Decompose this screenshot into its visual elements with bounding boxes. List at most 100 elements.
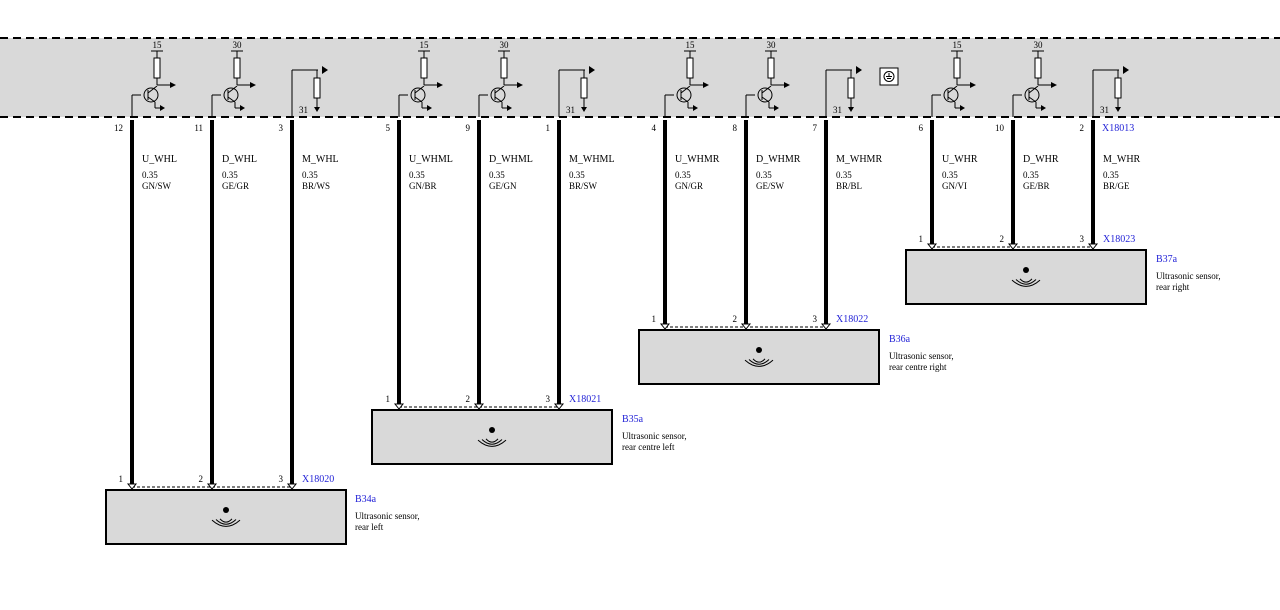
- sensor-description: Ultrasonic sensor,: [1156, 271, 1221, 281]
- sensor-pin-number: 1: [652, 314, 657, 324]
- supply-circuit-30: 30: [211, 40, 256, 117]
- terminal-label: 30: [233, 40, 243, 50]
- ecu-pin-number: 2: [1080, 123, 1085, 133]
- wire-name: U_WHL: [142, 154, 177, 165]
- terminal-label: 31: [1100, 105, 1109, 115]
- wire-gauge: 0.35: [1023, 170, 1039, 180]
- wire-gauge: 0.35: [142, 170, 158, 180]
- wire-gauge: 0.35: [942, 170, 958, 180]
- sensor-connector-label: X18023: [1103, 234, 1135, 245]
- terminal-label: 30: [767, 40, 777, 50]
- supply-circuit-30: 30: [478, 40, 523, 117]
- ultrasonic-wave-icon: [477, 427, 507, 447]
- wire-color: BR/GE: [1103, 181, 1130, 191]
- ecu-pin-number: 6: [919, 123, 924, 133]
- sensor-pin-number: 3: [813, 314, 818, 324]
- wire-name: M_WHML: [569, 154, 615, 165]
- wire-color: GN/VI: [942, 181, 967, 191]
- ecu-pin-number: 8: [733, 123, 738, 133]
- sensor-description: rear left: [355, 522, 384, 532]
- sensor-pin-number: 2: [466, 394, 471, 404]
- ground-circuit-31: 31: [1092, 66, 1129, 117]
- terminal-label: 31: [566, 105, 575, 115]
- wire-gauge: 0.35: [756, 170, 772, 180]
- ecu-pin-number: 7: [813, 123, 818, 133]
- sensor-description: Ultrasonic sensor,: [889, 351, 954, 361]
- ground-symbol-icon: [879, 67, 899, 86]
- sensor-description: rear centre right: [889, 362, 947, 372]
- ecu-pin-number: 10: [995, 123, 1005, 133]
- wire-group-B35a: 5U_WHML0.35GN/BR19D_WHML0.35GE/GN21M_WHM…: [386, 120, 615, 410]
- sensor-id: B37a: [1156, 254, 1178, 265]
- terminal-label: 30: [1034, 40, 1044, 50]
- wire-color: GE/SW: [756, 181, 785, 191]
- terminal-label: 15: [420, 40, 430, 50]
- sensor-pin-number: 3: [546, 394, 551, 404]
- terminal-label: 30: [500, 40, 510, 50]
- wire-name: M_WHL: [302, 154, 339, 165]
- wire-gauge: 0.35: [1103, 170, 1119, 180]
- wire-gauge: 0.35: [302, 170, 318, 180]
- sensor-connector-label: X18022: [836, 314, 868, 325]
- ecu-internal-circuits: 15 30 31 15 30 31 15 30 31 15 30 31: [131, 40, 1129, 117]
- wire-name: M_WHMR: [836, 154, 882, 165]
- ecu-pin-number: 9: [466, 123, 471, 133]
- sensor-pin-number: 3: [279, 474, 284, 484]
- wire-gauge: 0.35: [569, 170, 585, 180]
- ultrasonic-wave-icon: [211, 507, 241, 527]
- wire-color: GN/SW: [142, 181, 172, 191]
- sensor-connector-label: X18021: [569, 394, 601, 405]
- wire-name: M_WHR: [1103, 154, 1141, 165]
- wire-color: GN/GR: [675, 181, 703, 191]
- sensor-pin-number: 1: [386, 394, 391, 404]
- wire-gauge: 0.35: [409, 170, 425, 180]
- ecu-pin-number: 5: [386, 123, 391, 133]
- sensor-description: rear centre left: [622, 442, 675, 452]
- terminal-label: 15: [953, 40, 963, 50]
- wire-group-B37a: 6U_WHR0.35GN/VI110D_WHR0.35GE/BR22M_WHR0…: [919, 120, 1141, 250]
- sensor-connector-label: X18020: [302, 474, 334, 485]
- sensor-box: [905, 249, 1147, 305]
- wire-gauge: 0.35: [836, 170, 852, 180]
- wire-harness: 12U_WHL0.35GN/SW111D_WHL0.35GE/GR23M_WHL…: [114, 120, 1141, 490]
- wire-color: BR/BL: [836, 181, 862, 191]
- terminal-label: 31: [299, 105, 308, 115]
- supply-circuit-15: 15: [131, 40, 176, 117]
- wire-color: BR/SW: [569, 181, 598, 191]
- sensor-description: Ultrasonic sensor,: [355, 511, 420, 521]
- wire-name: U_WHML: [409, 154, 453, 165]
- ecu-connector-label: X18013: [1102, 123, 1134, 134]
- sensor-description: Ultrasonic sensor,: [622, 431, 687, 441]
- sensor-pin-number: 2: [1000, 234, 1005, 244]
- wire-color: GN/BR: [409, 181, 437, 191]
- sensor-pin-number: 3: [1080, 234, 1085, 244]
- wire-color: GE/GR: [222, 181, 249, 191]
- wire-group-B34a: 12U_WHL0.35GN/SW111D_WHL0.35GE/GR23M_WHL…: [114, 120, 339, 490]
- wire-group-B36a: 4U_WHMR0.35GN/GR18D_WHMR0.35GE/SW27M_WHM…: [652, 120, 882, 330]
- ecu-pin-number: 1: [546, 123, 551, 133]
- supply-circuit-15: 15: [664, 40, 709, 117]
- terminal-label: 15: [153, 40, 163, 50]
- sensor-id: B36a: [889, 334, 911, 345]
- wire-color: BR/WS: [302, 181, 330, 191]
- terminal-label: 15: [686, 40, 696, 50]
- ecu-pin-number: 12: [114, 123, 123, 133]
- control-unit: [0, 37, 1280, 118]
- terminal-label: 31: [833, 105, 842, 115]
- sensor-box: [105, 489, 347, 545]
- ecu-pin-number: 11: [194, 123, 203, 133]
- sensor-pin-number: 1: [919, 234, 924, 244]
- ecu-pin-number: 4: [652, 123, 657, 133]
- wire-color: GE/BR: [1023, 181, 1050, 191]
- wire-name: U_WHMR: [675, 154, 720, 165]
- wire-name: D_WHL: [222, 154, 257, 165]
- sensor-pin-number: 2: [199, 474, 204, 484]
- sensor-id: B35a: [622, 414, 644, 425]
- ultrasonic-wave-icon: [744, 347, 774, 367]
